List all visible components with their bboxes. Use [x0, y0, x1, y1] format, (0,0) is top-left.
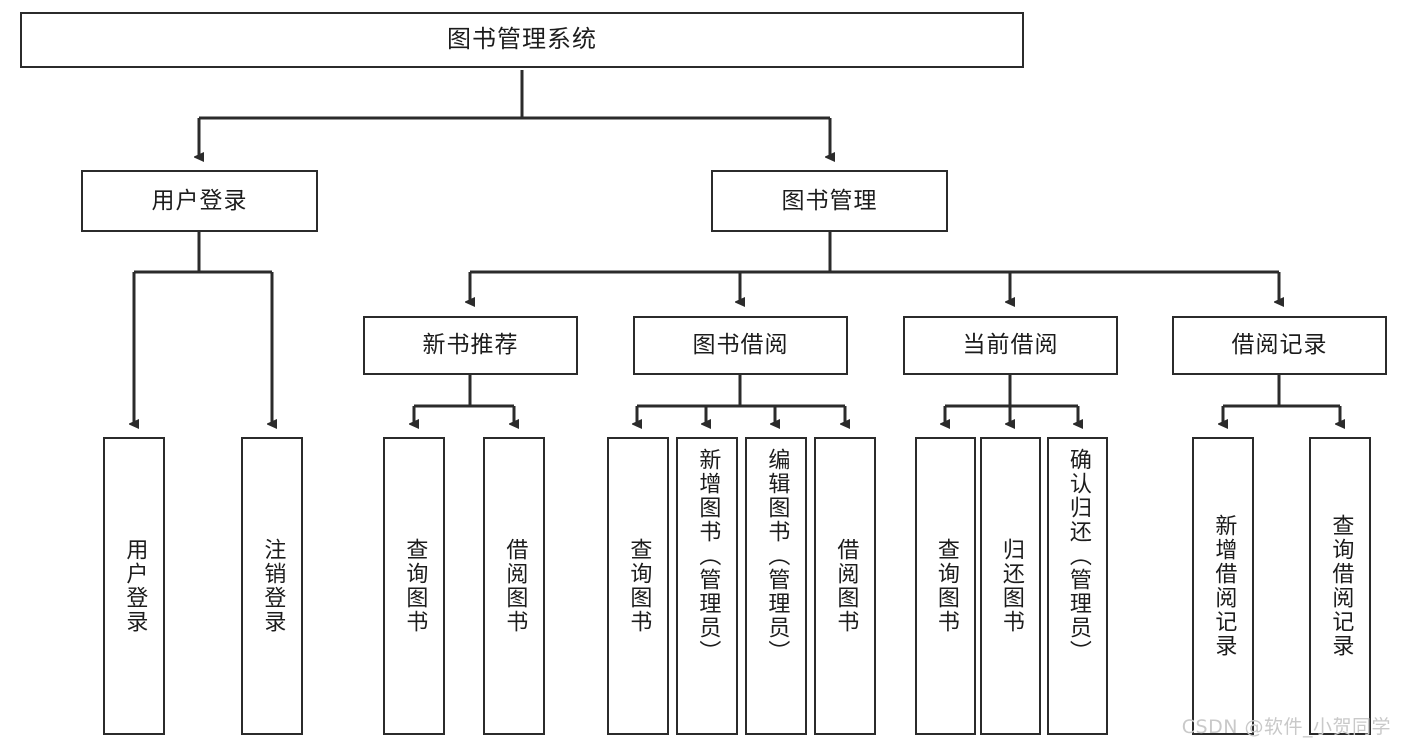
node-label: 借阅记录: [1231, 332, 1328, 359]
leaf-user-login-logout[interactable]: 注销登录: [241, 437, 303, 735]
leaf-label: 查询图书: [402, 538, 428, 634]
node-label: 用户登录: [151, 187, 248, 214]
watermark-text: CSDN @软件_小贺同学: [1181, 716, 1391, 738]
leaf-label: 新增图书（管理员）: [695, 448, 721, 664]
leaf-current-query-book[interactable]: 查询图书: [915, 437, 976, 735]
node-user-login[interactable]: 用户登录: [81, 170, 318, 232]
node-new-book-recommend[interactable]: 新书推荐: [363, 316, 578, 375]
leaf-user-login-login[interactable]: 用户登录: [103, 437, 165, 735]
node-label: 图书借阅: [692, 332, 789, 359]
leaf-label: 查询借阅记录: [1328, 514, 1354, 658]
leaf-borrow-borrow-book[interactable]: 借阅图书: [814, 437, 876, 735]
node-label: 图书管理系统: [447, 25, 597, 54]
node-book-borrow[interactable]: 图书借阅: [633, 316, 848, 375]
node-book-management[interactable]: 图书管理: [711, 170, 948, 232]
leaf-current-confirm-return-admin[interactable]: 确认归还（管理员）: [1047, 437, 1108, 735]
leaf-label: 查询图书: [933, 538, 959, 634]
leaf-label: 注销登录: [260, 538, 286, 634]
leaf-borrow-edit-book-admin[interactable]: 编辑图书（管理员）: [745, 437, 807, 735]
leaf-records-query-record[interactable]: 查询借阅记录: [1309, 437, 1371, 735]
leaf-recommend-query-book[interactable]: 查询图书: [383, 437, 445, 735]
node-label: 新书推荐: [422, 332, 519, 359]
leaf-label: 确认归还（管理员）: [1065, 448, 1091, 664]
leaf-current-return-book[interactable]: 归还图书: [980, 437, 1041, 735]
leaf-label: 新增借阅记录: [1211, 514, 1237, 658]
node-label: 当前借阅: [962, 332, 1059, 359]
leaf-label: 归还图书: [998, 538, 1024, 634]
node-borrow-records[interactable]: 借阅记录: [1172, 316, 1387, 375]
leaf-records-add-record[interactable]: 新增借阅记录: [1192, 437, 1254, 735]
node-label: 图书管理: [781, 187, 878, 214]
leaf-borrow-query-book[interactable]: 查询图书: [607, 437, 669, 735]
leaf-label: 借阅图书: [502, 538, 528, 634]
leaf-label: 用户登录: [122, 538, 148, 634]
leaf-label: 查询图书: [626, 538, 652, 634]
node-current-borrow[interactable]: 当前借阅: [903, 316, 1118, 375]
leaf-borrow-add-book-admin[interactable]: 新增图书（管理员）: [676, 437, 738, 735]
leaf-label: 编辑图书（管理员）: [764, 448, 790, 664]
leaf-label: 借阅图书: [833, 538, 859, 634]
leaf-recommend-borrow-book[interactable]: 借阅图书: [483, 437, 545, 735]
node-root-system[interactable]: 图书管理系统: [20, 12, 1024, 68]
